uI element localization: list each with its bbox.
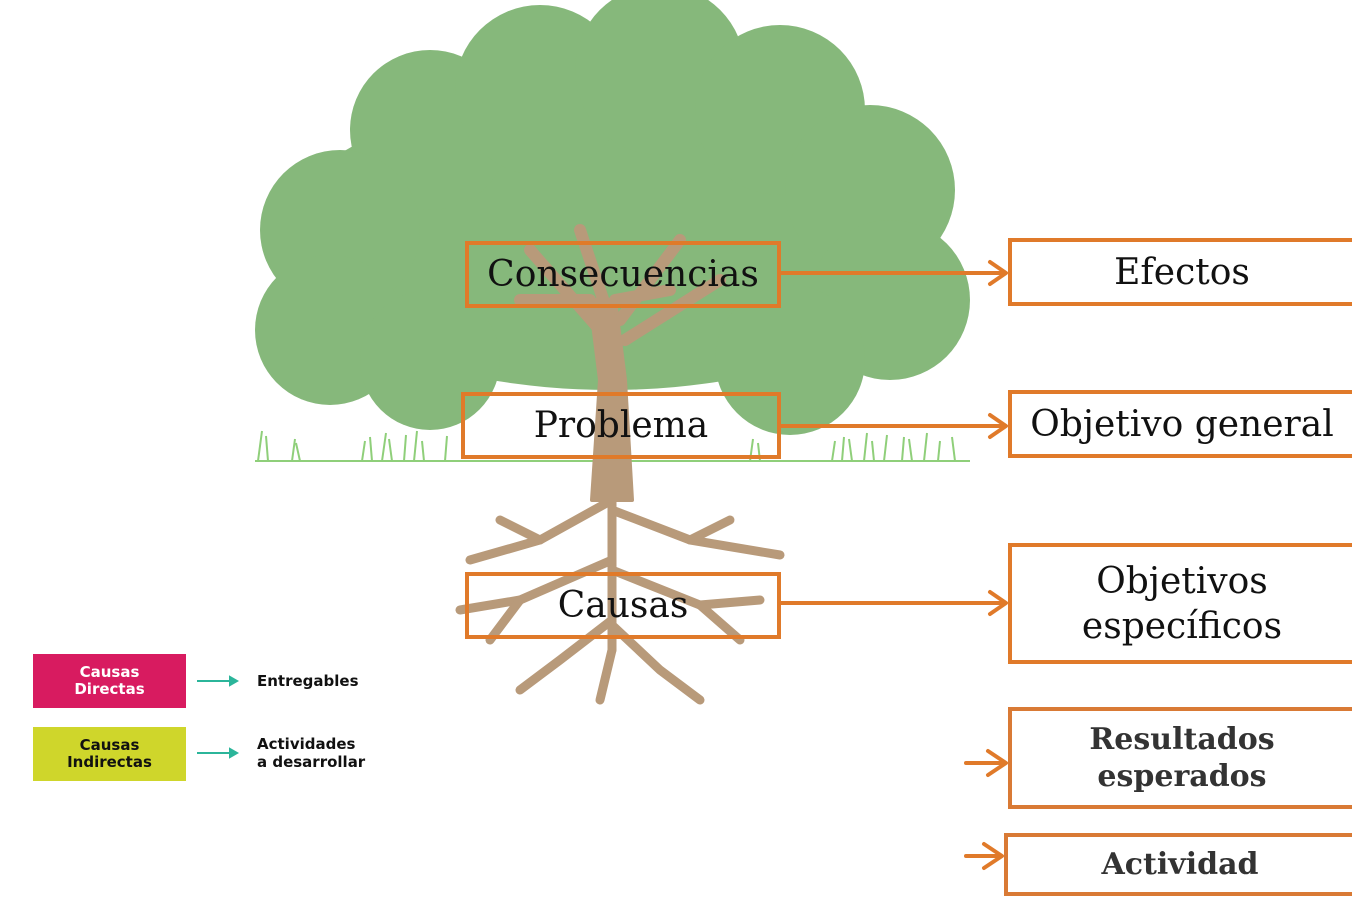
objetivo-general-label: Objetivo general [1030,403,1334,445]
objetivos-especificos-box: Objetivos específicos [1008,543,1352,664]
problema-label: Problema [533,405,709,446]
legend-arrows [197,675,240,759]
efectos-label: Efectos [1114,251,1250,293]
tree-canopy [255,0,970,435]
actividad-box: Actividad [1004,833,1352,896]
causas-indirectas-line1: Causas [79,735,140,754]
resultados-line1: Resultados [1089,721,1275,757]
actividades-line2: a desarrollar [257,753,366,771]
actividad-label: Actividad [1101,846,1259,882]
causas-label: Causas [557,585,689,626]
causas-directas-tag: Causas Directas [33,654,186,708]
objetivo-general-box: Objetivo general [1008,390,1352,458]
resultados-esperados-box: Resultados esperados [1008,707,1352,809]
tree-trunk [514,224,726,502]
consecuencias-label: Consecuencias [487,254,759,295]
causas-directas-line1: Causas [79,662,140,681]
causas-indirectas-line2: Indirectas [67,753,152,771]
causas-indirectas-tag: Causas Indirectas [33,727,186,781]
objetivos-especificos-line2: específicos [1081,605,1283,647]
objetivos-especificos-line1: Objetivos [1096,560,1268,602]
entregables-label: Entregables [257,672,359,690]
problema-box: Problema [461,392,781,459]
resultados-line2: esperados [1097,759,1267,794]
actividades-line1: Actividades [257,735,356,753]
actividades-label: Actividades a desarrollar [257,735,365,771]
causas-directas-line2: Directas [74,680,145,698]
tree-roots [455,475,785,705]
causas-box: Causas [465,572,781,639]
efectos-box: Efectos [1008,238,1352,306]
connector-arrows [778,260,1008,870]
consecuencias-box: Consecuencias [465,241,781,308]
